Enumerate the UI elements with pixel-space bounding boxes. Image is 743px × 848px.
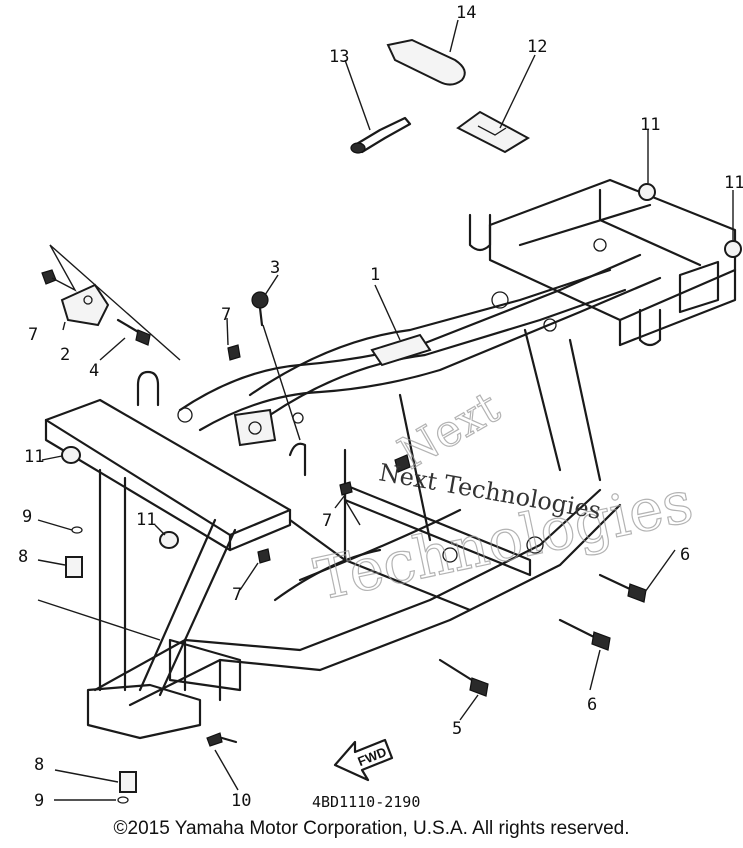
copyright-notice: ©2015 Yamaha Motor Corporation, U.S.A. A…: [113, 818, 630, 839]
callout-2: 2: [60, 345, 70, 365]
callout-7-left: 7: [28, 325, 38, 345]
callout-13: 13: [329, 47, 349, 67]
callout-5: 5: [452, 719, 462, 739]
callout-1: 1: [370, 265, 380, 285]
callouts: 14 13 12 11 11 1 3 7 7 2 4 11 11 9 8 7 7…: [18, 3, 743, 811]
callout-10: 10: [231, 791, 251, 811]
callout-11-front-mid: 11: [136, 510, 156, 530]
part-2-bracket: [60, 283, 110, 327]
callout-9-lower: 9: [34, 791, 44, 811]
callout-12: 12: [527, 37, 547, 57]
diagram-part-number: 4BD1110-2190: [312, 793, 420, 811]
callout-11-rear-right: 11: [724, 173, 743, 193]
watermark: Next Technologies Next Technologies: [308, 381, 699, 614]
callout-14: 14: [456, 3, 476, 23]
part-13-strap: [350, 116, 412, 154]
part-1-main-frame: [44, 178, 737, 740]
callout-11-rear-left: 11: [640, 115, 660, 135]
forward-arrow-icon: FWD: [333, 738, 394, 782]
callout-6-upper: 6: [680, 545, 690, 565]
callout-4: 4: [89, 361, 99, 381]
part-12-plate: [456, 110, 531, 154]
callout-8-upper: 8: [18, 547, 28, 567]
callout-6-lower: 6: [587, 695, 597, 715]
fasteners: [41, 183, 742, 804]
part-14-pad: [386, 38, 466, 86]
callout-3: 3: [270, 258, 280, 278]
callout-7-mid: 7: [322, 511, 332, 531]
leader-lines: [37, 19, 734, 801]
callout-8-lower: 8: [34, 755, 44, 775]
callout-7-top: 7: [221, 305, 231, 325]
callout-7-lower: 7: [232, 585, 242, 605]
callout-9-upper: 9: [22, 507, 32, 527]
callout-11-front-left: 11: [24, 447, 44, 467]
